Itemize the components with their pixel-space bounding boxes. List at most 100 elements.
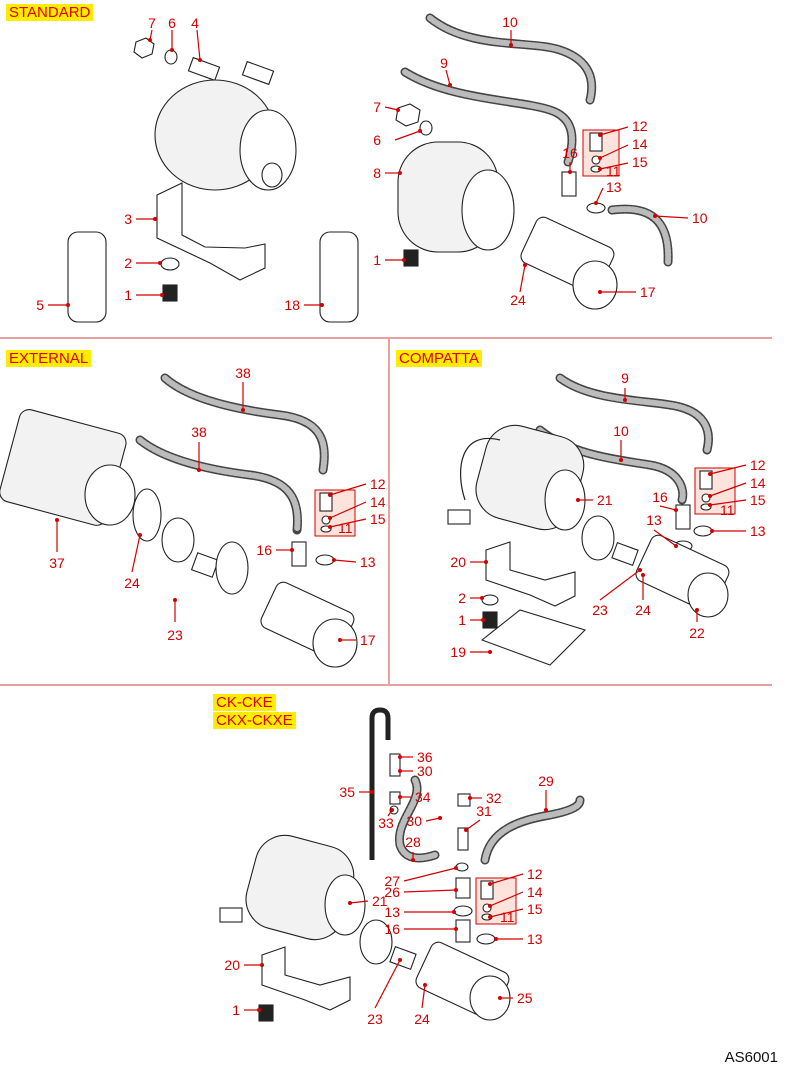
callout-leader [349, 900, 369, 904]
callout-label-external: 12 [370, 476, 386, 492]
callout-label-ck: 32 [486, 790, 502, 806]
callout-arrowhead [418, 129, 422, 133]
callout-label-external: 16 [256, 542, 272, 558]
callout-leader [374, 959, 401, 1009]
callout-leader [394, 130, 421, 141]
callout-arrowhead [488, 882, 492, 886]
part-bracket-20 [485, 541, 576, 607]
callout-arrowhead [468, 796, 472, 800]
callout-arrowhead [523, 263, 527, 267]
ck-parts [219, 707, 585, 1022]
callout-arrowhead [576, 498, 580, 502]
part-tee-31 [457, 827, 469, 851]
callout-arrowhead [708, 494, 712, 498]
callout-arrowhead [619, 458, 623, 462]
callout-label-ck: 34 [415, 789, 431, 805]
callout-label-standard: 14 [632, 136, 648, 152]
part-antivibration-1-ck [258, 1004, 274, 1022]
hose-10-bottom [607, 204, 673, 267]
part-fitting-16-comp [675, 504, 691, 530]
part-nut-7 [395, 103, 421, 127]
callout-label-standard: 15 [632, 154, 648, 170]
callout-label-compatta: 23 [592, 602, 608, 618]
callout-arrowhead [454, 888, 458, 892]
callout-arrowhead [638, 568, 642, 572]
callout-label-compatta: 22 [689, 625, 705, 641]
callout-arrowhead [398, 755, 402, 759]
callout-leader [709, 499, 747, 506]
part-nut [133, 37, 155, 59]
callout-arrowhead [328, 516, 332, 520]
callout-arrowhead [488, 915, 492, 919]
part-motor-face [239, 109, 297, 191]
callout-arrowhead [241, 408, 245, 412]
callout-label-ck: 26 [384, 884, 400, 900]
compatta-parts [447, 373, 736, 666]
callout-leader [445, 69, 451, 86]
section-tag-ck-line1: CK-CKE [213, 694, 276, 711]
callout-arrowhead [158, 261, 162, 265]
callout-arrowhead [411, 858, 415, 862]
callout-label-ck: 13 [527, 931, 543, 947]
callout-leader [654, 215, 689, 219]
callout-arrowhead [153, 217, 157, 221]
callout-label-standard: 1 [124, 287, 132, 303]
callout-arrowhead [173, 598, 177, 602]
callout-label-ck: 31 [476, 803, 492, 819]
callout-label-compatta: 19 [450, 644, 466, 660]
divider-middle [388, 337, 390, 685]
callout-label-compatta: 10 [613, 423, 629, 439]
callout-arrowhead [452, 910, 456, 914]
part-cap-32 [457, 793, 471, 807]
callout-label-compatta: 14 [750, 475, 766, 491]
callout-arrowhead [260, 963, 264, 967]
section-tag-standard: STANDARD [6, 4, 94, 21]
callout-arrowhead [464, 828, 468, 832]
callout-arrowhead [708, 472, 712, 476]
callout-label-external: 24 [124, 575, 140, 591]
callout-label-standard: 1 [373, 252, 381, 268]
part-fitting [187, 56, 221, 82]
callout-arrowhead [494, 937, 498, 941]
callout-arrowhead [509, 43, 513, 47]
callout-leader [425, 817, 441, 822]
callout-arrowhead [257, 1008, 261, 1012]
callout-leader [329, 483, 367, 496]
part-fitting-16 [561, 171, 577, 197]
callout-label-standard: 12 [632, 118, 648, 134]
callout-arrowhead [160, 293, 164, 297]
callout-arrowhead [710, 529, 714, 533]
callout-arrowhead [598, 167, 602, 171]
callout-label-compatta: 20 [450, 554, 466, 570]
callout-label-standard: 24 [510, 292, 526, 308]
part-spacer [160, 257, 180, 271]
callout-label-compatta: 2 [458, 590, 466, 606]
callout-label-standard: 6 [373, 132, 381, 148]
callout-label-ck: 30 [417, 763, 433, 779]
callout-label-ck: 30 [406, 813, 422, 829]
callout-arrowhead [398, 795, 402, 799]
part-fitting-2 [241, 60, 275, 86]
callout-label-standard: 10 [502, 14, 518, 30]
document-code: AS6001 [724, 1049, 778, 1066]
callout-label-external: 17 [360, 632, 376, 648]
callout-arrowhead [398, 171, 402, 175]
callout-arrowhead [402, 258, 406, 262]
callout-arrowhead [641, 573, 645, 577]
callout-arrowhead [488, 904, 492, 908]
callout-leader [709, 482, 747, 497]
callout-arrowhead [695, 608, 699, 612]
part-fitting-16-ext [291, 541, 307, 567]
callout-arrowhead [370, 790, 374, 794]
callout-arrowhead [480, 596, 484, 600]
callout-label-ck: 28 [405, 834, 421, 850]
part-bracket [156, 182, 266, 281]
callout-arrowhead [598, 290, 602, 294]
part-tee-36 [389, 753, 401, 777]
callout-arrowhead [348, 901, 352, 905]
callout-label-standard: 5 [36, 297, 44, 313]
callout-label-compatta: 15 [750, 492, 766, 508]
callout-arrowhead [623, 398, 627, 402]
callout-label-ck: 35 [339, 784, 355, 800]
section-tag-ck-line2: CKX-CKXE [213, 712, 296, 729]
